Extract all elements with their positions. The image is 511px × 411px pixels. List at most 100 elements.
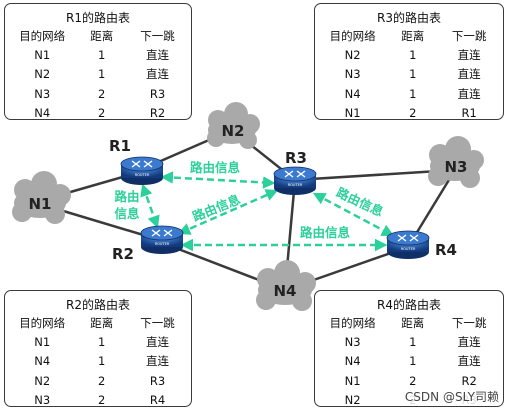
cell-next-hop: R2 xyxy=(149,106,166,121)
table-row: N3 2 R4 xyxy=(5,391,191,411)
cloud-n3: N3 xyxy=(428,136,484,188)
cell-next-hop: R3 xyxy=(149,373,166,388)
arrow-r1-r3 xyxy=(160,171,276,189)
router-label-r1: R1 xyxy=(109,137,131,155)
cell-distance: 1 xyxy=(98,67,106,82)
header-destination: 目的网络 xyxy=(329,28,376,43)
message-arrows xyxy=(140,171,395,252)
header-next-hop: 下一跳 xyxy=(140,315,175,330)
router-r4: ROUTER R4 xyxy=(386,230,457,259)
cell-next-hop: 直连 xyxy=(146,354,169,369)
cell-next-hop: 直连 xyxy=(457,334,481,349)
arrow-r1-r2 xyxy=(140,183,160,229)
link-r3-n3 xyxy=(294,168,456,182)
router-caption: ROUTER xyxy=(135,173,150,177)
cell-next-hop: 直连 xyxy=(457,47,481,62)
cell-distance: 1 xyxy=(98,47,106,62)
cell-distance: 2 xyxy=(98,86,106,101)
cell-next-hop: R3 xyxy=(149,86,166,101)
cell-destination: N4 xyxy=(34,354,51,369)
cell-destination: N1 xyxy=(344,106,361,121)
cloud-n4: N4 xyxy=(256,260,316,311)
cell-next-hop: 直连 xyxy=(457,67,481,82)
router-caption: ROUTER xyxy=(288,183,303,187)
cloud-n2: N2 xyxy=(207,102,260,149)
header-destination: 目的网络 xyxy=(19,28,66,43)
cell-distance: 2 xyxy=(98,106,106,121)
header-distance: 距离 xyxy=(90,315,114,330)
header-next-hop: 下一跳 xyxy=(451,28,487,43)
cell-distance: 1 xyxy=(98,334,106,349)
cell-distance: 2 xyxy=(98,393,106,408)
header-distance: 距离 xyxy=(90,28,114,43)
cell-destination: N4 xyxy=(34,106,51,121)
arrow-r3-r4 xyxy=(312,192,395,237)
router-r2: ROUTER R2 xyxy=(112,225,184,263)
message-label-r2-r4: 路由信息 xyxy=(300,225,351,240)
cell-distance: 2 xyxy=(409,373,417,388)
table-row: N2 2 R3 xyxy=(5,371,191,391)
table-row: N4 2 R2 xyxy=(5,104,191,124)
router-label-r4: R4 xyxy=(435,241,457,259)
cell-destination: N2 xyxy=(34,373,51,388)
cell-next-hop: 直连 xyxy=(457,86,481,101)
table-title: R2的路由表 xyxy=(66,298,130,312)
cell-distance: 1 xyxy=(409,86,417,101)
cell-destination: N3 xyxy=(34,393,51,408)
network-label-n1: N1 xyxy=(29,195,52,213)
router-r3: ROUTER R3 xyxy=(273,149,317,195)
table-row: N3 2 R3 xyxy=(5,84,191,104)
cell-next-hop: 直连 xyxy=(146,47,169,62)
cell-destination: N1 xyxy=(34,47,51,62)
cell-next-hop: R2 xyxy=(461,373,477,388)
header-destination: 目的网络 xyxy=(329,315,376,330)
cell-destination: N2 xyxy=(344,47,361,62)
table-title: R3的路由表 xyxy=(377,11,441,25)
message-label-r1-r2-line1: 路由 xyxy=(114,189,139,204)
table-title: R1的路由表 xyxy=(66,11,130,25)
cell-distance: 1 xyxy=(98,354,106,369)
cell-next-hop: R4 xyxy=(149,393,166,408)
cell-destination: N3 xyxy=(34,86,51,101)
router-caption: ROUTER xyxy=(401,247,416,251)
network-label-n3: N3 xyxy=(445,158,468,176)
table-row: N1 2 R2 xyxy=(315,371,503,391)
cell-distance: 2 xyxy=(98,373,106,388)
router-caption: ROUTER xyxy=(155,242,170,246)
table-row: N1 1 直连 xyxy=(5,45,191,65)
router-label-r2: R2 xyxy=(112,245,134,263)
router-label-r3: R3 xyxy=(285,149,307,167)
cell-distance: 1 xyxy=(409,47,417,62)
table-row: N2 1 直连 xyxy=(5,65,191,85)
header-next-hop: 下一跳 xyxy=(140,28,175,43)
table-title: R4的路由表 xyxy=(377,298,441,312)
message-label-r3-r4: 路由信息 xyxy=(334,185,386,220)
header-destination: 目的网络 xyxy=(19,315,66,330)
message-label-r2-r3: 路由信息 xyxy=(190,191,242,224)
cell-destination: N1 xyxy=(344,373,361,388)
cell-next-hop: 直连 xyxy=(146,67,169,82)
cell-distance: 1 xyxy=(409,334,417,349)
cell-destination: N2 xyxy=(34,67,51,82)
message-label-r1-r2-line2: 信息 xyxy=(114,206,140,221)
network-label-n2: N2 xyxy=(222,122,245,140)
table-row: N2 1 直连 xyxy=(315,45,503,65)
table-row: N4 1 直连 xyxy=(5,352,191,372)
routing-table-r1: R1的路由表 目的网络 距离 下一跳 N1 1 直连 N2 1 直连 N3 2 R3 N4 2… xyxy=(4,3,192,120)
header-distance: 距离 xyxy=(401,315,425,330)
header-distance: 距离 xyxy=(401,28,425,43)
network-label-n4: N4 xyxy=(274,282,297,300)
cell-distance: 1 xyxy=(409,354,417,369)
